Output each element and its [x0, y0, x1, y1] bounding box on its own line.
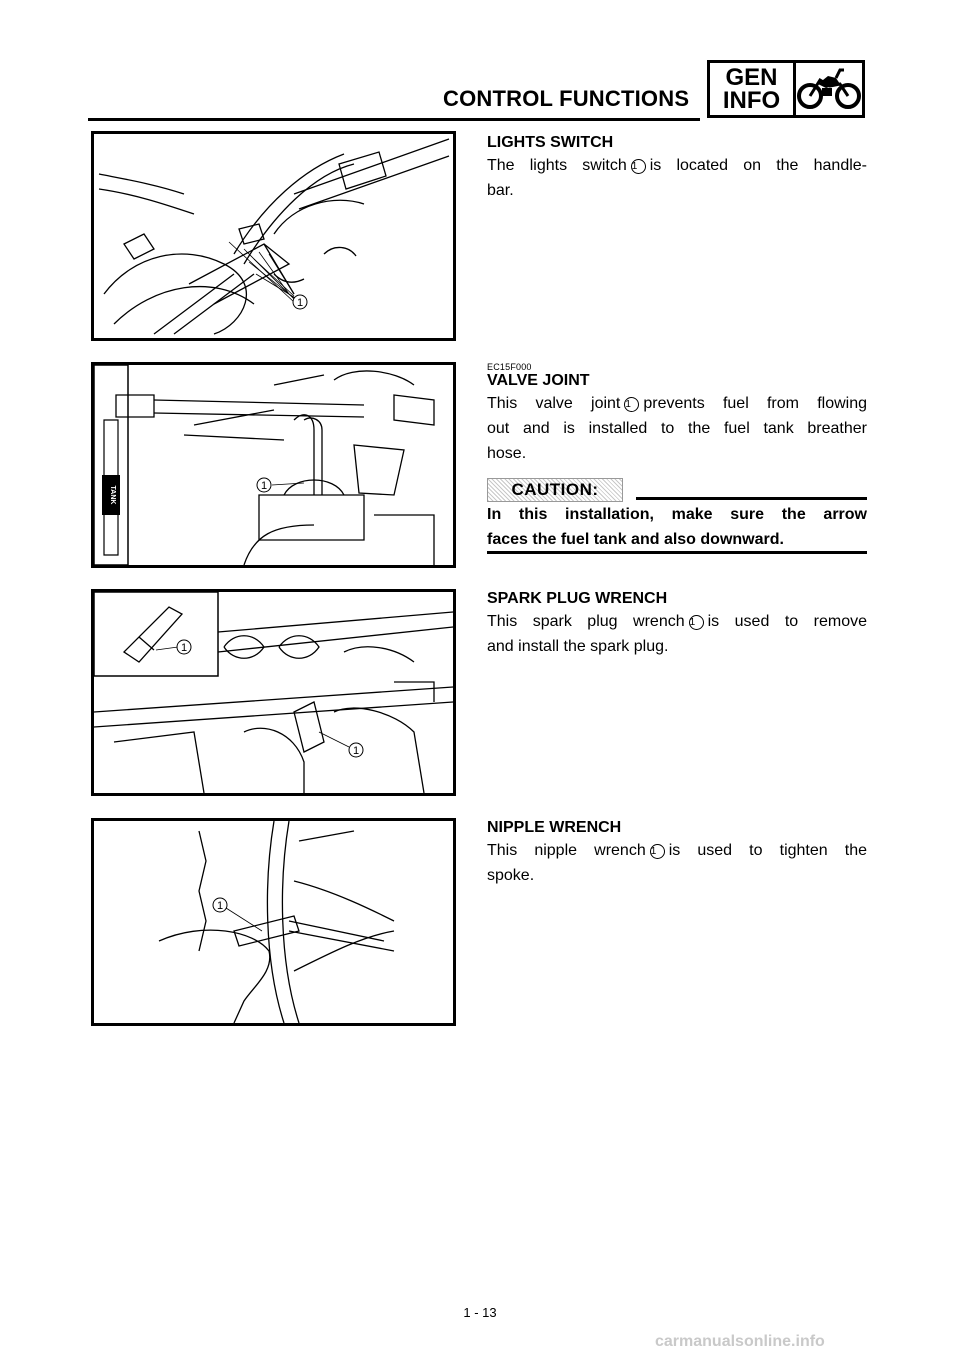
- body-text: prevents fuel from flowing: [643, 395, 867, 412]
- lights-switch-figure: 1: [91, 131, 456, 341]
- section-title: CONTROL FUNCTIONS: [443, 86, 690, 111]
- callout-marker: 1: [688, 615, 704, 630]
- caution-text: In this installation, make sure the arro…: [487, 502, 867, 552]
- body-text: is used to remove: [707, 613, 868, 630]
- caution-badge: CAUTION:: [487, 478, 623, 502]
- info-label: INFO: [722, 87, 781, 114]
- body-text: The lights switch: [487, 157, 627, 174]
- figure-callout: 1: [353, 745, 359, 757]
- caution-line: faces the fuel tank and also downward.: [487, 531, 784, 548]
- gen-label: GEN: [725, 64, 778, 91]
- body-text: bar.: [487, 182, 514, 199]
- valve-joint-heading: VALVE JOINT: [487, 372, 590, 389]
- callout-marker: 1: [630, 159, 646, 174]
- page-number: 1 - 13: [463, 1305, 497, 1320]
- figure-callout: 1: [261, 480, 267, 492]
- spark-plug-wrench-figure: 1 1: [91, 589, 456, 796]
- figure-callout: 1: [297, 297, 303, 309]
- body-text: This nipple wrench: [487, 842, 646, 859]
- caution-rule: [487, 551, 867, 554]
- lights-switch-heading: LIGHTS SWITCH: [487, 134, 614, 151]
- body-text: hose.: [487, 445, 527, 462]
- body-text: out and is installed to the fuel tank br…: [487, 420, 867, 437]
- nipple-wrench-heading: NIPPLE WRENCH: [487, 819, 622, 836]
- body-text: This spark plug wrench: [487, 613, 685, 630]
- watermark-footer: carmanualsonline.info: [655, 1333, 825, 1350]
- body-text: is located on the handle-: [649, 157, 868, 174]
- caution-line: In this installation, make sure the arro…: [487, 506, 867, 523]
- callout-marker: 1: [624, 397, 640, 412]
- spark-plug-wrench-heading: SPARK PLUG WRENCH: [487, 590, 668, 607]
- callout-marker: 1: [649, 844, 665, 859]
- gen-info-label: GEN INFO: [710, 63, 796, 115]
- section-code: EC15F000: [487, 362, 532, 372]
- body-text: spoke.: [487, 867, 535, 884]
- valve-joint-figure: TANK 1: [91, 362, 456, 568]
- body-text: is used to tighten the: [668, 842, 867, 859]
- nipple-wrench-figure: 1: [91, 818, 456, 1026]
- gen-info-badge: GEN INFO: [707, 60, 865, 118]
- figure-callout: 1: [181, 642, 187, 654]
- motorcycle-icon: [796, 63, 862, 115]
- figure-tank-label: TANK: [109, 486, 116, 505]
- figure-callout: 1: [217, 900, 223, 912]
- body-text: and install the spark plug.: [487, 638, 669, 655]
- caution-rule: [636, 497, 867, 500]
- header-rule: [88, 118, 700, 121]
- body-text: This valve joint: [487, 395, 621, 412]
